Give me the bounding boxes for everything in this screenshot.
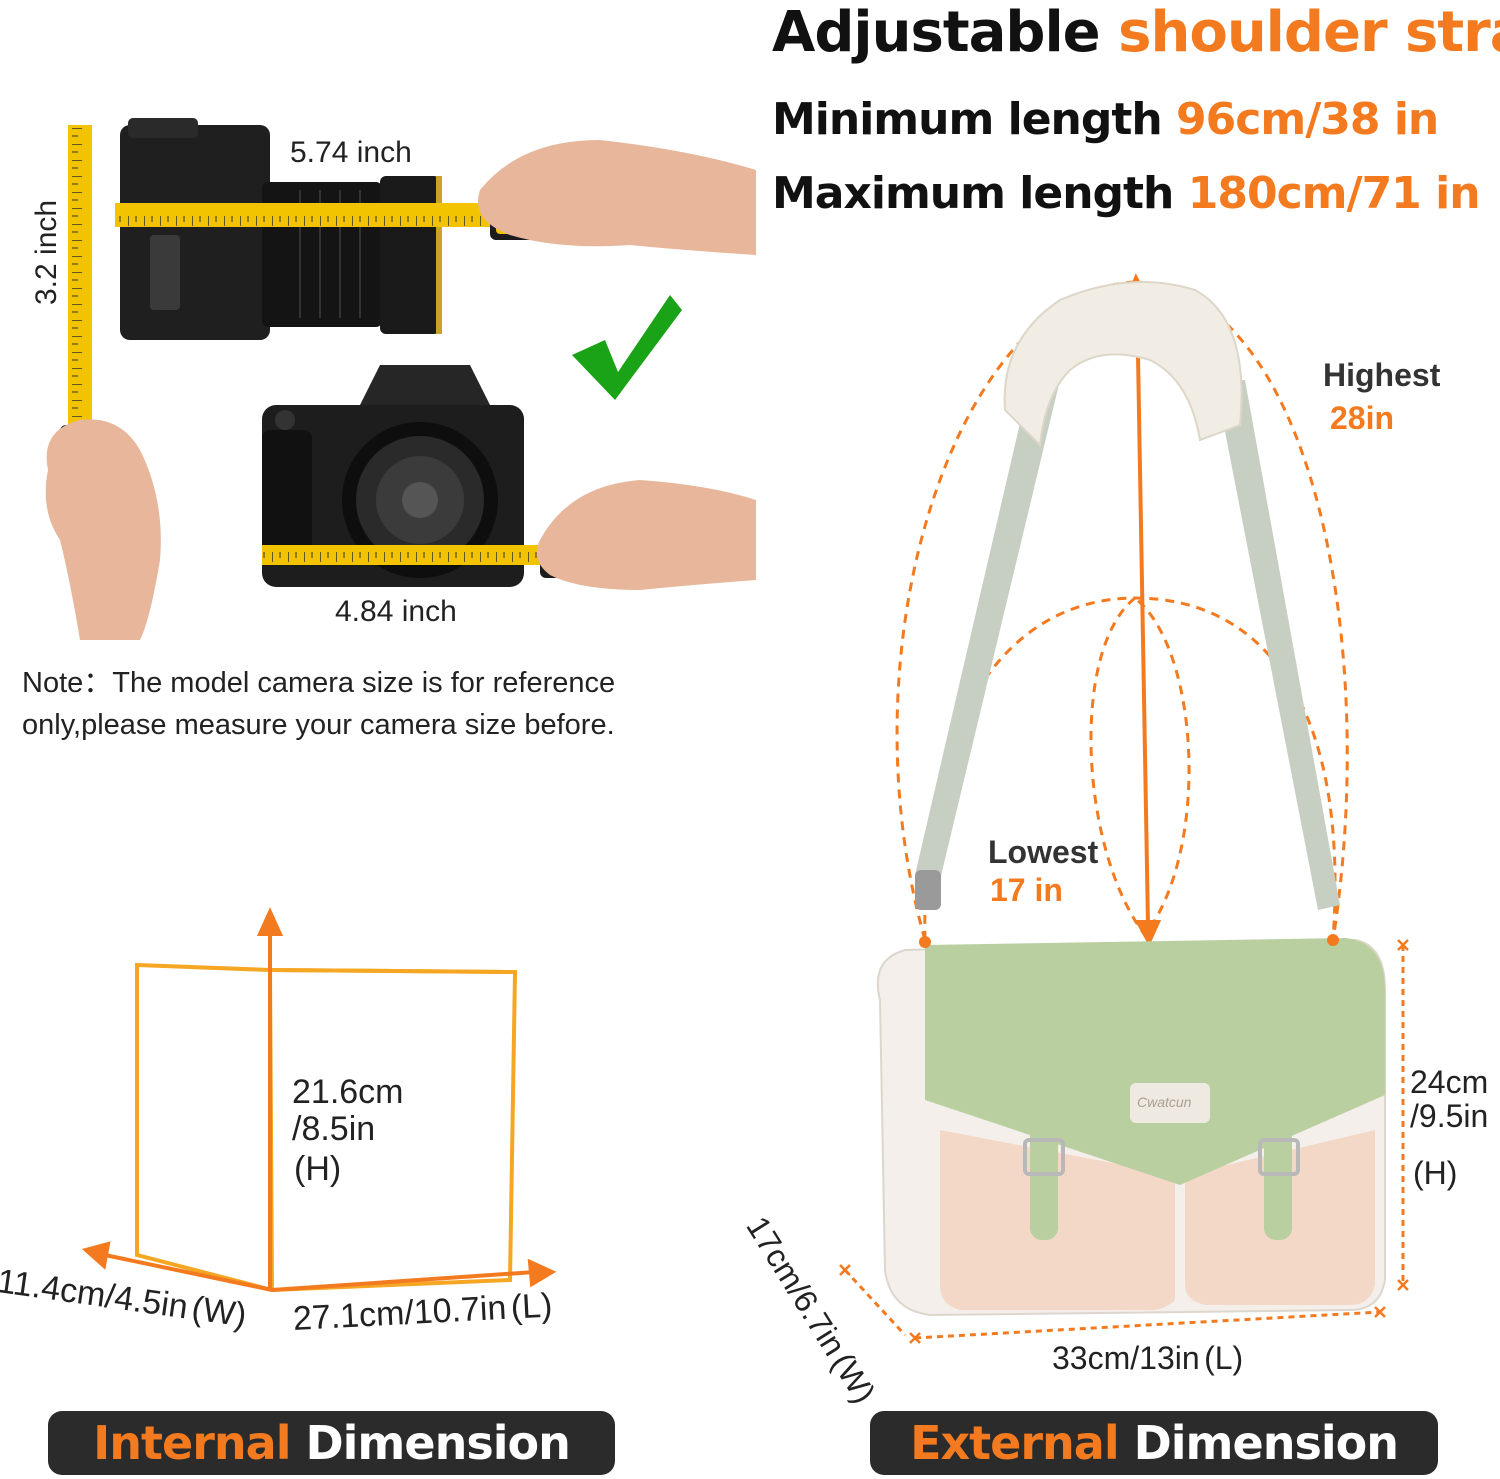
internal-box-diagram [81, 907, 557, 1293]
bag-length-tag: (L) [1204, 1340, 1244, 1376]
headline: Adjustable shoulder strap [772, 0, 1500, 65]
box-length-tag: (L) [509, 1286, 554, 1327]
camera-front-view [262, 365, 524, 587]
external-label-orange: External [910, 1416, 1120, 1470]
reference-note: Note：The model camera size is for refere… [22, 667, 616, 741]
highest-label: Highest [1323, 357, 1441, 393]
headline-part1: Adjustable [772, 0, 1101, 65]
box-height-tag: (H) [294, 1150, 342, 1188]
lowest-label: Lowest [988, 834, 1099, 870]
internal-label-orange: Internal [93, 1416, 291, 1470]
max-length-value: 180cm/71 in [1187, 168, 1481, 219]
bag-height-tag: (H) [1413, 1155, 1458, 1191]
shoulder-strap [915, 281, 1340, 910]
box-height-in: /8.5in [292, 1110, 376, 1148]
max-length-line: Maximum length 180cm/71 in [772, 168, 1481, 219]
external-label-white: Dimension [1133, 1416, 1399, 1470]
camera-height: 3.2 inch [30, 199, 63, 305]
box-height-cm: 21.6cm [292, 1073, 404, 1111]
external-dimension-label: External Dimension [870, 1411, 1438, 1475]
bag-illustration [839, 273, 1409, 1344]
min-length-line: Minimum length 96cm/38 in [772, 94, 1439, 145]
camera-width-top: 5.74 inch [290, 136, 412, 169]
brand-logo: Cwatcun [1137, 1094, 1192, 1110]
internal-dimension-label: Internal Dimension [48, 1411, 615, 1475]
bag-body [876, 934, 1386, 1317]
min-length-label: Minimum length [772, 94, 1163, 145]
hand-left [45, 419, 161, 640]
camera-measure-illustration [45, 118, 756, 640]
bag-length-text: 33cm/13in [1052, 1340, 1200, 1376]
bag-height-cm: 24cm [1410, 1064, 1489, 1100]
check-icon [572, 295, 682, 400]
hand-top-right [478, 140, 756, 255]
hand-bottom-right [536, 480, 756, 590]
internal-label-white: Dimension [305, 1416, 570, 1470]
highest-value: 28in [1330, 400, 1395, 436]
lowest-value: 17 in [990, 872, 1063, 908]
box-width-tag: (W) [189, 1289, 249, 1335]
max-length-label: Maximum length [772, 168, 1174, 219]
headline-part2: shoulder strap [1118, 0, 1500, 65]
bag-length: 33cm/13in (L) [1052, 1340, 1243, 1377]
bag-height-in: /9.5in [1410, 1098, 1489, 1134]
min-length-value: 96cm/38 in [1176, 94, 1439, 145]
camera-width-bottom: 4.84 inch [335, 595, 457, 628]
